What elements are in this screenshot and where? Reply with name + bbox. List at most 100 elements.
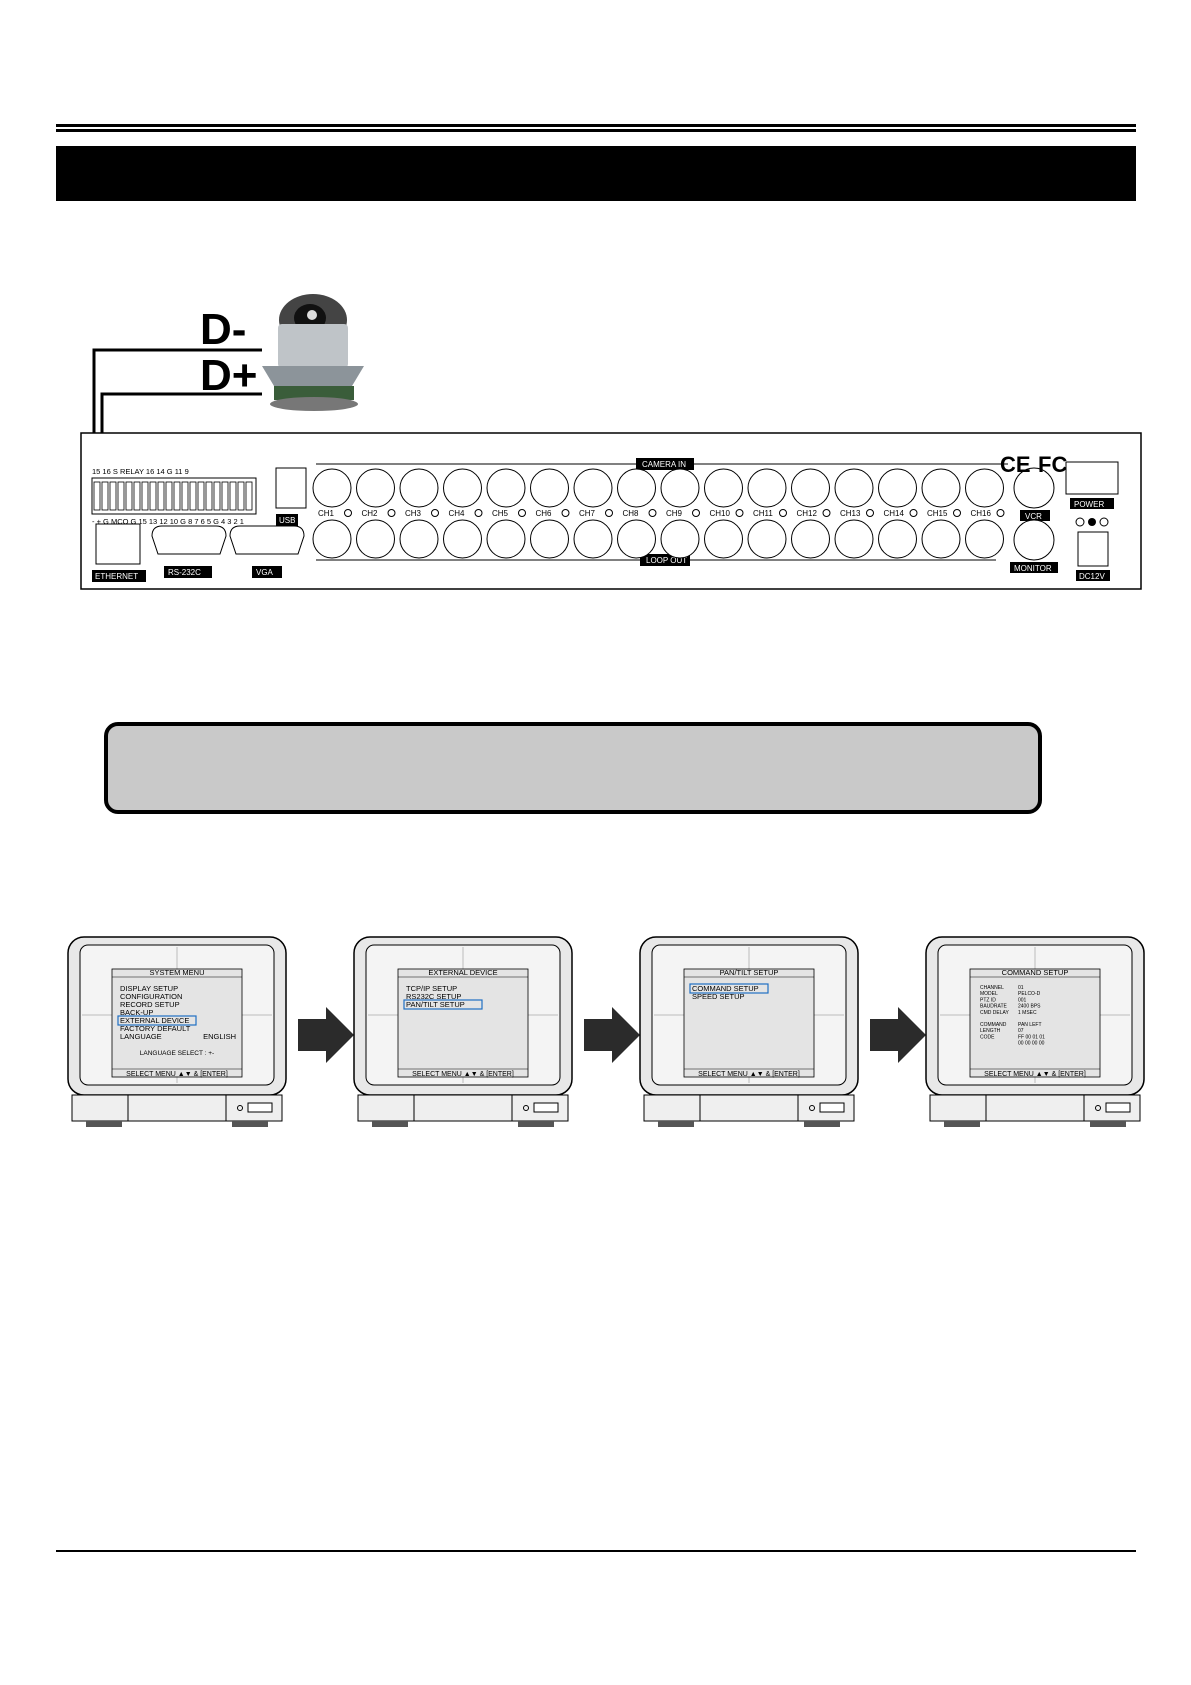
menu-item: BACK-UP xyxy=(120,1008,153,1017)
termination-switch xyxy=(735,509,744,517)
camera-in-bnc-connector xyxy=(443,468,482,508)
setting-key: COMMAND xyxy=(980,1022,1007,1028)
terminal-contact xyxy=(173,481,181,511)
loop-out-bnc-connector xyxy=(617,519,656,559)
dc12v-label: DC12V xyxy=(1079,572,1105,581)
screen-footer-hint: SELECT MENU ▲▼ & [ENTER] xyxy=(698,1071,800,1078)
selected-item-highlight xyxy=(403,999,483,1010)
next-step-arrow-icon xyxy=(870,1007,926,1063)
loop-out-label: LOOP OUT xyxy=(646,556,687,565)
channel-label: CH1 xyxy=(318,509,335,518)
terminal-contact xyxy=(133,481,141,511)
channel-label: CH5 xyxy=(492,509,509,518)
relay-footer-text: - + G MCO G 15 13 12 10 G 8 7 6 5 G 4 3 … xyxy=(92,517,244,526)
screen-footer-hint: SELECT MENU ▲▼ & [ENTER] xyxy=(984,1071,1086,1078)
terminal-contact xyxy=(101,481,109,511)
setting-key: MODEL xyxy=(980,991,998,997)
channel-label: CH4 xyxy=(449,509,466,518)
camera-in-bnc-connector xyxy=(965,468,1004,508)
terminal-contact xyxy=(109,481,117,511)
channel-label: CH12 xyxy=(797,509,818,518)
vga-port xyxy=(229,525,305,555)
footer-rule xyxy=(56,1550,1136,1552)
dc12v-jack xyxy=(1077,531,1109,567)
d-plus-label: D+ xyxy=(200,351,257,400)
termination-switch xyxy=(996,509,1005,517)
note-box xyxy=(104,722,1042,814)
language-select-hint: LANGUAGE SELECT : +- xyxy=(140,1050,214,1057)
camera-in-bnc-connector xyxy=(399,468,439,508)
fc-mark: FC xyxy=(1038,452,1067,477)
d-minus-label: D- xyxy=(200,305,246,354)
camera-in-bnc-connector xyxy=(573,468,613,508)
camera-in-bnc-connector xyxy=(356,468,395,508)
power-switch xyxy=(1065,461,1119,495)
selected-item-highlight xyxy=(689,983,769,994)
d-minus-wire xyxy=(92,348,262,460)
setting-key: CMD DELAY xyxy=(980,1010,1009,1016)
camera-in-bnc-connector xyxy=(878,468,917,508)
terminal-contact xyxy=(205,481,213,511)
menu-item: DISPLAY SETUP xyxy=(120,984,178,993)
camera-in-bnc-connector xyxy=(747,468,787,508)
relay-terminal-block: 15 16 S RELAY 16 14 G 11 9 - + G MCO G 1… xyxy=(91,467,257,526)
terminal-contact xyxy=(149,481,157,511)
dc-polarity-icon xyxy=(1075,517,1109,527)
header-double-rule xyxy=(56,124,1136,132)
menu-item: LANGUAGE xyxy=(120,1032,162,1041)
menu-item: FACTORY DEFAULT xyxy=(120,1024,191,1033)
monitor-screen-2: EXTERNAL DEVICE SELECT MENU ▲▼ & [ENTER] T… xyxy=(353,936,573,1127)
termination-switch xyxy=(387,509,396,517)
menu-item: CONFIGURATION xyxy=(120,992,182,1001)
channel-label: CH11 xyxy=(753,509,773,518)
termination-switch xyxy=(474,509,483,517)
termination-switch xyxy=(779,509,787,517)
screen-footer-hint: SELECT MENU ▲▼ & [ENTER] xyxy=(412,1071,514,1078)
ce-mark: CE xyxy=(1000,452,1031,477)
selected-item-highlight xyxy=(117,1015,197,1026)
termination-switch xyxy=(692,509,700,517)
screen-title: COMMAND SETUP xyxy=(1002,968,1069,977)
power-label: POWER xyxy=(1074,500,1104,509)
terminal-contact xyxy=(213,481,221,511)
ptz-camera-icon xyxy=(262,294,364,411)
usb-port xyxy=(275,467,307,509)
channel-label: CH14 xyxy=(884,509,905,518)
loop-out-bnc-connector xyxy=(356,519,395,559)
dvr-rear-panel: 15 16 S RELAY 16 14 G 11 9 - + G MCO G 1… xyxy=(80,432,1142,590)
ethernet-port xyxy=(95,523,141,565)
loop-out-bnc-connector xyxy=(834,519,874,559)
screen-title: EXTERNAL DEVICE xyxy=(428,968,497,977)
usb-label: USB xyxy=(279,516,295,525)
rs232c-label: RS-232C xyxy=(168,568,201,577)
terminal-contact xyxy=(181,481,189,511)
vcr-bnc-connector xyxy=(1013,467,1055,509)
loop-out-bnc-connector xyxy=(965,519,1004,559)
termination-switch xyxy=(953,509,961,517)
loop-out-bnc-connector xyxy=(443,519,482,559)
camera-in-bnc-connector xyxy=(834,468,874,508)
menu-item: TCP/IP SETUP xyxy=(406,984,457,993)
channel-label: CH6 xyxy=(536,509,553,518)
terminal-contact xyxy=(141,481,149,511)
terminal-contact xyxy=(237,481,245,511)
setting-key: PTZ ID xyxy=(980,997,996,1003)
termination-switch xyxy=(344,509,352,517)
screen-title: PAN/TILT SETUP xyxy=(720,968,779,977)
setting-value: 01 xyxy=(1018,985,1024,991)
termination-switch xyxy=(605,509,613,517)
camera-in-bnc-connector xyxy=(704,468,743,508)
menu-item: RECORD SETUP xyxy=(120,1000,180,1009)
monitor-bnc-connector xyxy=(1013,519,1055,561)
loop-out-bnc-connector xyxy=(399,519,439,559)
termination-switch xyxy=(909,509,918,517)
setting-value: 07 xyxy=(1018,1028,1024,1034)
language-value: ENGLISH xyxy=(203,1032,236,1041)
camera-in-bnc-connector xyxy=(921,468,961,508)
terminal-contact xyxy=(189,481,197,511)
rs232c-port xyxy=(151,525,227,555)
terminal-contact xyxy=(165,481,173,511)
